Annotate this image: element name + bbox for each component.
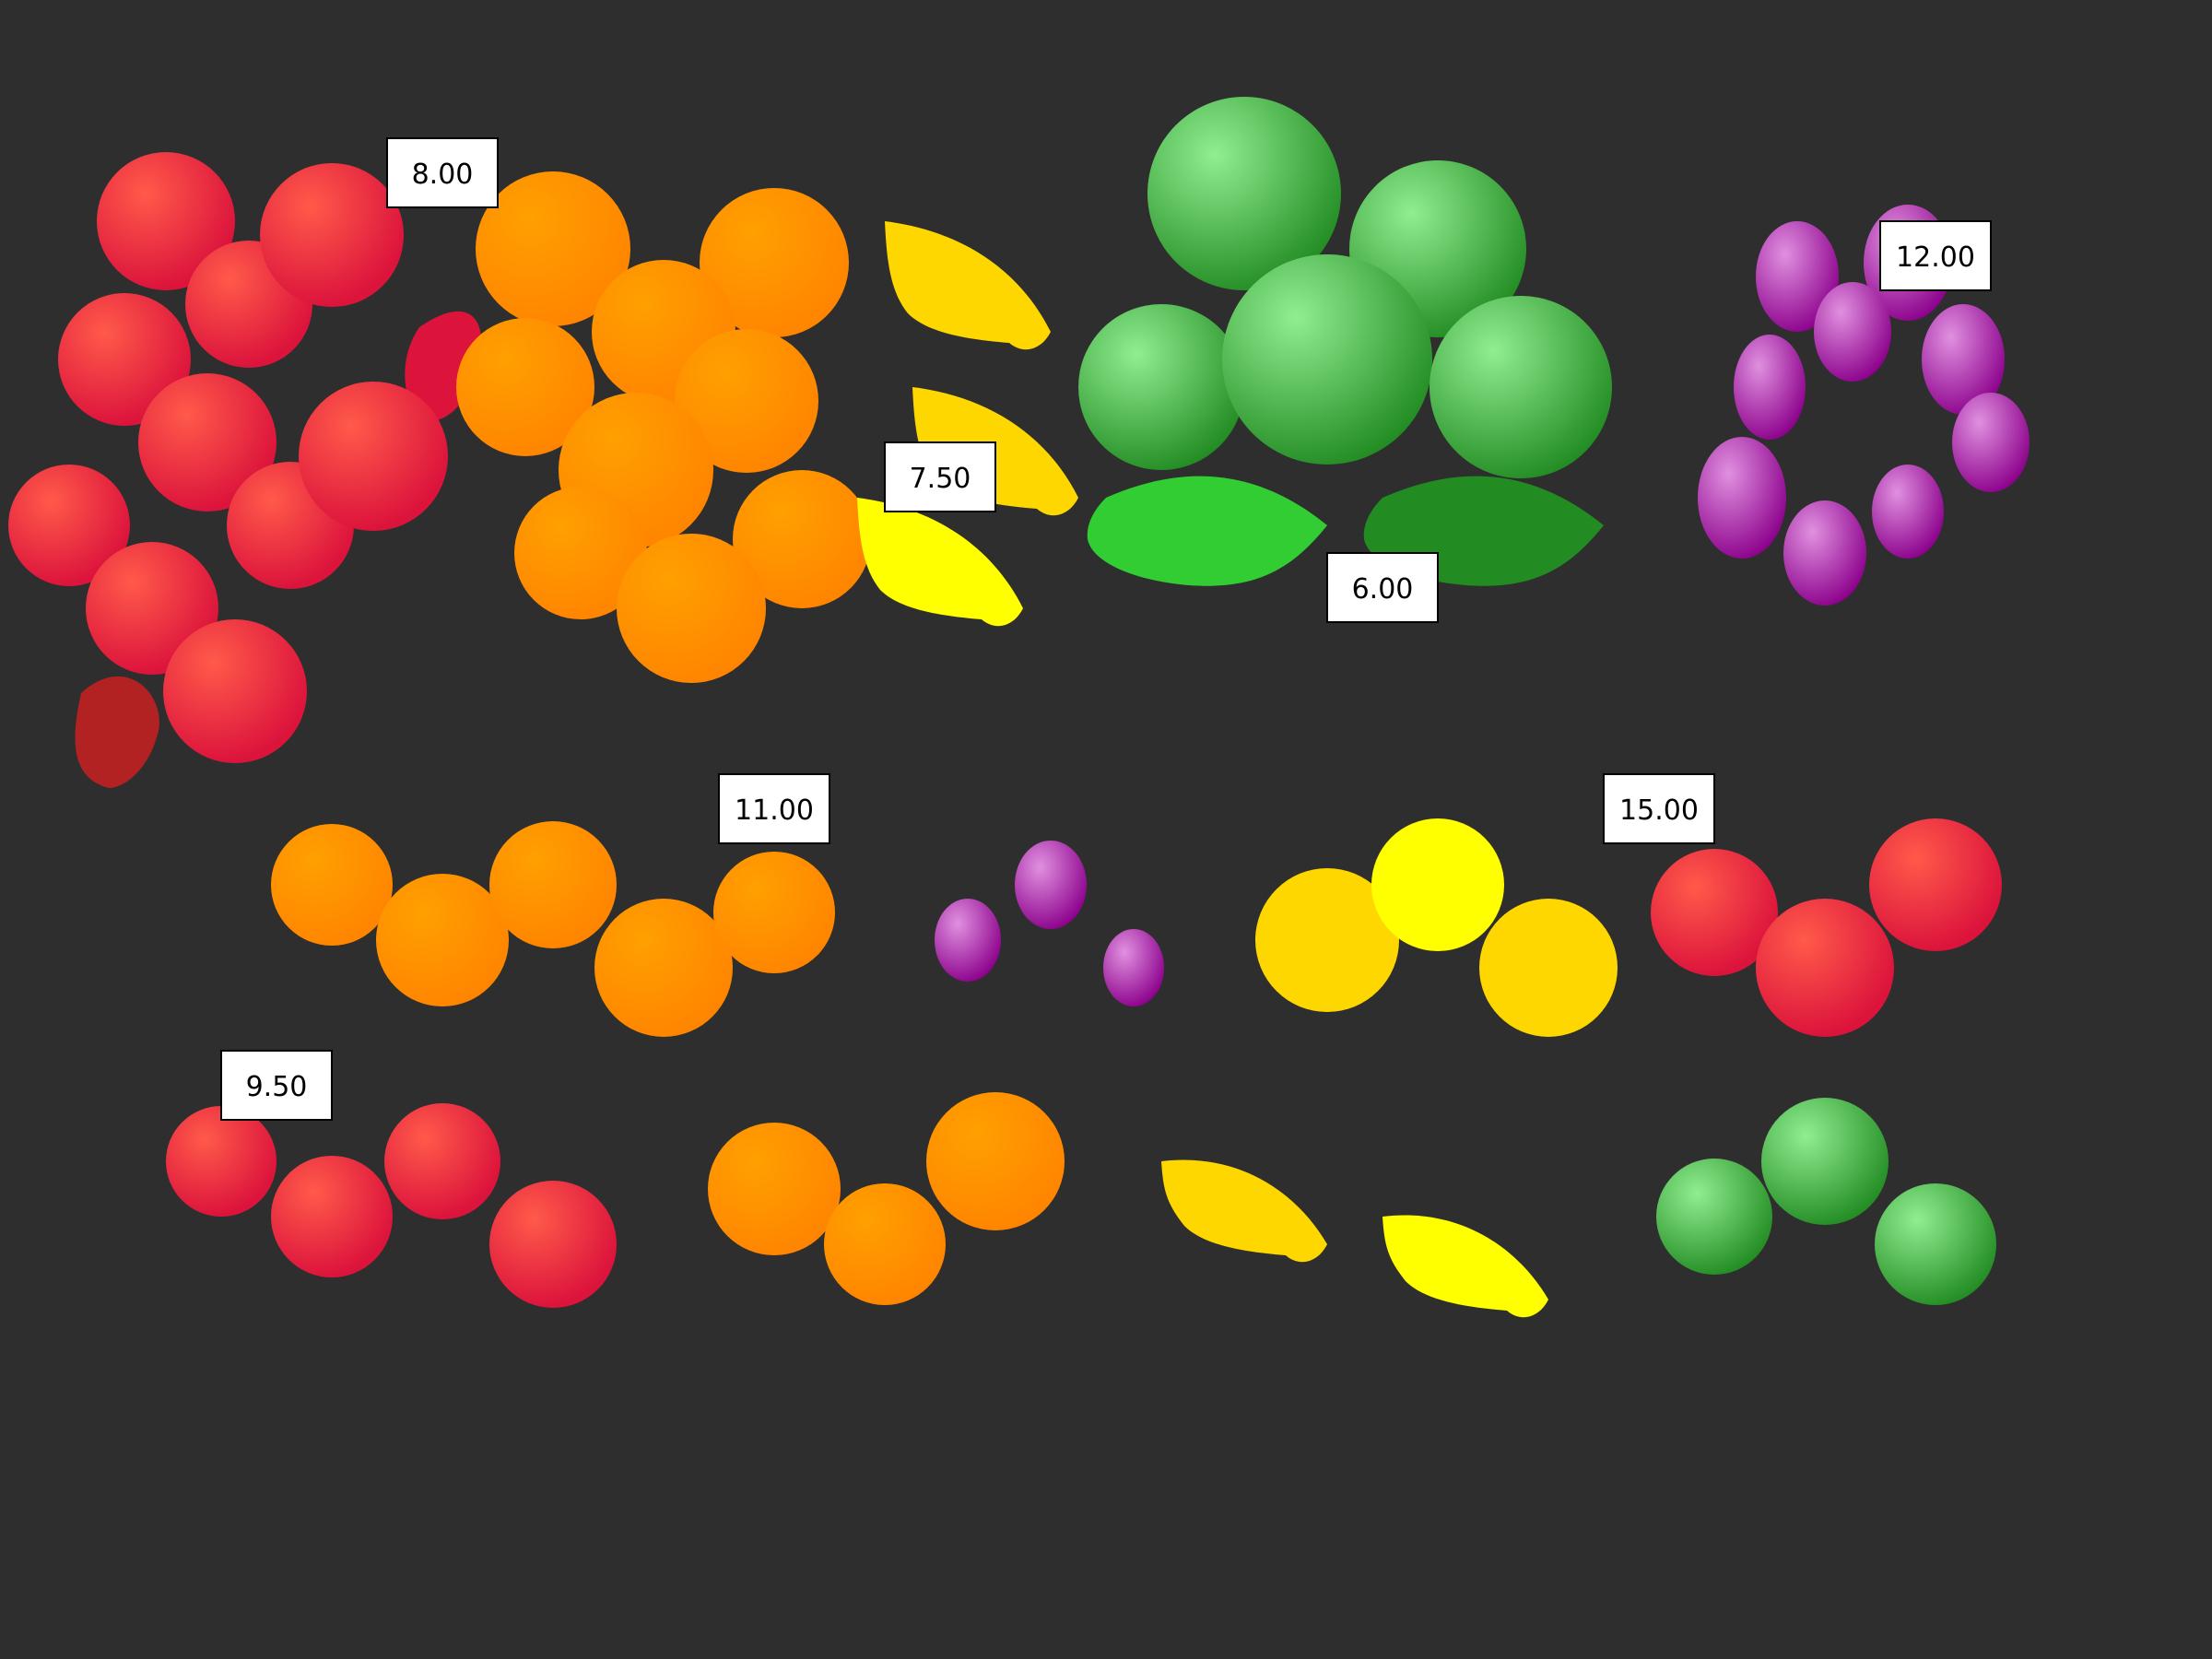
orange [713,852,835,973]
apple [163,619,307,763]
lime [1147,97,1341,290]
grape [1698,437,1786,559]
grape-row [935,841,1164,1006]
grape [1783,500,1866,606]
orange-row [271,821,835,1037]
lemon-row [1255,818,1618,1037]
lime [1656,1159,1772,1275]
orange [514,487,647,619]
grape [1872,465,1944,559]
orange [675,329,818,473]
lime [1078,304,1244,470]
price-tag: 6.00 [1326,552,1439,623]
banana [857,498,1023,627]
price-tag-text: 8.00 [412,159,474,191]
price-tag-text: 15.00 [1619,794,1699,827]
lime [1875,1183,1996,1305]
banana [885,221,1051,350]
orange [700,188,849,337]
grape [1756,221,1839,332]
apple [489,1181,617,1308]
price-tag: 8.00 [386,137,499,208]
orange [376,874,509,1006]
apple [1869,818,2002,951]
apple [58,293,191,426]
orange [476,171,630,326]
orange-cluster [456,171,871,683]
apple [97,152,235,290]
apple [299,382,448,531]
apple [384,1103,500,1219]
price-tag-text: 12.00 [1896,241,1975,274]
orange [594,899,733,1037]
orange [271,824,393,946]
lemon [1255,868,1399,1012]
grape [1015,841,1087,929]
orange [708,1123,841,1255]
price-tag: 9.50 [220,1050,333,1121]
apple [138,373,276,512]
price-tag-text: 7.50 [910,463,971,495]
apple [1651,849,1778,976]
price-tag-text: 9.50 [246,1071,308,1103]
orange [733,470,871,608]
apple [260,163,404,307]
price-tag-text: 6.00 [1352,573,1414,606]
orange [617,534,766,683]
lime [1761,1098,1888,1225]
price-tag-text: 11.00 [735,794,814,827]
apple-row-small [166,1103,617,1308]
grape [1103,929,1164,1006]
apple-leaf [75,676,159,788]
price-tag: 15.00 [1603,773,1715,844]
grape [1814,282,1891,382]
lime-leaf [1087,476,1327,586]
lime-cluster [1078,97,1612,478]
lime [1430,296,1612,478]
apple-row [1651,818,2002,1037]
apple [271,1156,393,1277]
orange [926,1092,1065,1230]
lime [1222,254,1432,465]
lemon [1371,818,1504,951]
grape [1952,393,2030,492]
banana [1382,1215,1548,1318]
banana-row [1161,1159,1548,1318]
grape [935,899,1001,982]
orange-row-bottom [708,1092,1065,1305]
apple [166,1106,276,1217]
orange [824,1183,946,1305]
price-tag: 7.50 [884,441,996,512]
lemon [1479,899,1618,1037]
apple [8,465,130,586]
price-tag: 11.00 [718,773,830,844]
lime-row [1656,1098,1996,1305]
apple-cluster [8,152,448,763]
orange [489,821,617,948]
apple [1756,899,1894,1037]
orange [456,318,594,456]
price-tag: 12.00 [1879,220,1992,291]
grape [1734,335,1806,440]
banana [1161,1159,1327,1263]
grape [1922,304,2005,415]
